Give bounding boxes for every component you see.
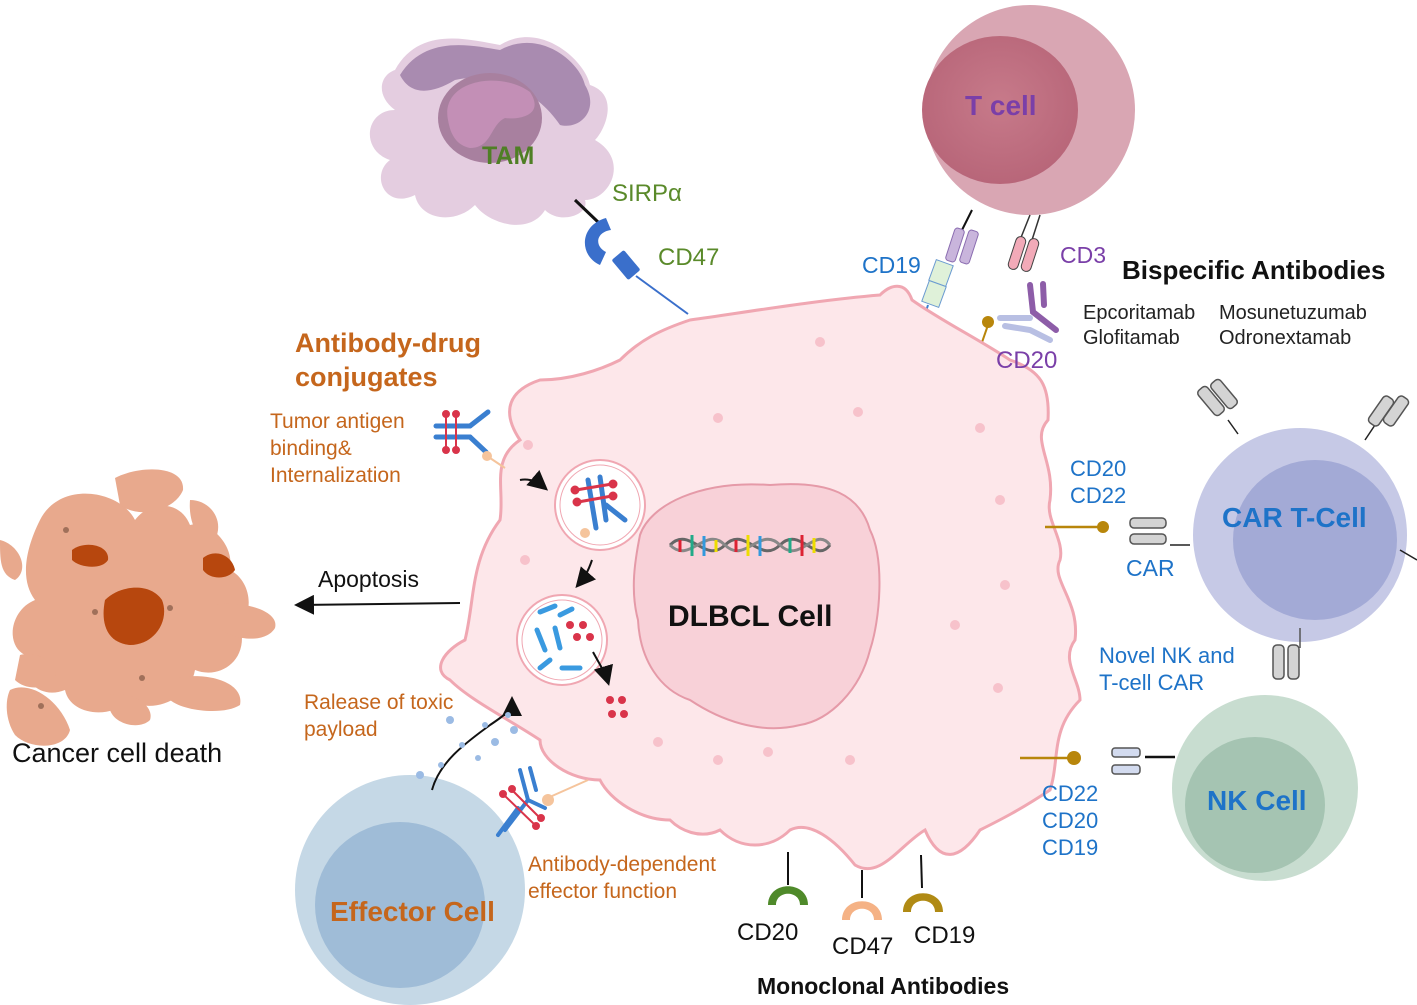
- bispecific-drug-mosunetuzumab: Mosunetuzumab: [1219, 302, 1367, 324]
- adc-step1-line3: Internalization: [270, 464, 401, 487]
- adc-title-line1: Antibody-drug: [295, 328, 481, 358]
- mab-cd20-label: CD20: [737, 919, 799, 946]
- mab-cd47-label: CD47: [832, 933, 894, 960]
- payload-release-arrow: [592, 651, 613, 686]
- car-t-cell-label: CAR T-Cell: [1222, 502, 1367, 533]
- nk-target-cd22: CD22: [1042, 781, 1099, 806]
- adcc-antibody: [496, 766, 589, 837]
- car-t-cell: [1193, 428, 1407, 642]
- bispecific-drug-epcoritamab: Epcoritamab: [1083, 302, 1196, 324]
- apoptosis-label: Apoptosis: [318, 566, 420, 592]
- novel-car-line1: Novel NK and: [1099, 643, 1235, 668]
- sirpa-receptor: [584, 218, 611, 265]
- adc-step2-line1: Ralease of toxic: [304, 691, 454, 714]
- mab-cd47: [842, 870, 882, 920]
- sirpa-label: SIRPα: [612, 180, 682, 207]
- cd47-label: CD47: [658, 244, 720, 271]
- toxic-particles: [416, 712, 518, 779]
- bispecific-title: Bispecific Antibodies: [1122, 255, 1386, 285]
- mab-cd20: [768, 852, 808, 905]
- car-label: CAR: [1126, 555, 1175, 581]
- monoclonal-title: Monoclonal Antibodies: [757, 973, 1010, 999]
- tam-label: TAM: [482, 142, 535, 170]
- dna-helix-icon: [668, 535, 832, 556]
- tam-cell: [369, 37, 614, 225]
- toxic-release-arrow: [431, 696, 522, 791]
- car-target-ligand: [1045, 521, 1109, 533]
- novel-car-line2: T-cell CAR: [1099, 670, 1205, 695]
- cancer-cell-death-label: Cancer cell death: [12, 738, 223, 768]
- degradation-arrow: [575, 559, 597, 589]
- apoptosis-arrow: [294, 594, 461, 615]
- car-receptors: [1129, 378, 1417, 680]
- nk-cell: [1172, 695, 1358, 881]
- dlbcl-cell-label: DLBCL Cell: [668, 600, 833, 633]
- internalization-arrow: [519, 469, 549, 491]
- bispecific-cd20-label: CD20: [996, 347, 1058, 374]
- t-cell-cd19-binder: [919, 209, 979, 331]
- t-cell: [922, 5, 1135, 215]
- nk-target-ligand: [1020, 751, 1081, 765]
- endosome-antibody: [554, 459, 646, 551]
- adc-step1-line1: Tumor antigen: [270, 410, 405, 433]
- released-payload: [606, 696, 628, 718]
- car-target-cd20: CD20: [1070, 456, 1127, 481]
- adc-title-line2: conjugates: [295, 362, 438, 392]
- adc-step2-line2: payload: [304, 718, 378, 741]
- nk-car-receptor: [1111, 747, 1175, 775]
- sirpa-stalk: [573, 198, 600, 224]
- bispecific-antibody: [979, 281, 1059, 349]
- cd3-receptor: [1007, 214, 1041, 272]
- nk-target-cd20: CD20: [1042, 808, 1099, 833]
- effector-cell-label: Effector Cell: [330, 896, 495, 927]
- car-target-cd22: CD22: [1070, 483, 1127, 508]
- bispecific-cd3-label: CD3: [1060, 242, 1107, 268]
- adc-step3-line2: effector function: [528, 880, 678, 903]
- cd47-stalk: [635, 275, 689, 315]
- mab-cd19-label: CD19: [914, 922, 976, 949]
- t-cell-label: T cell: [965, 90, 1037, 121]
- nk-target-cd19: CD19: [1042, 835, 1099, 860]
- effector-cell: [295, 775, 525, 1005]
- cytoplasm-dots: [520, 337, 1010, 765]
- bispecific-drug-odronextamab: Odronextamab: [1219, 327, 1352, 349]
- adc-step3-line1: Antibody-dependent: [528, 853, 716, 876]
- adc-step1-line2: binding&: [270, 437, 352, 460]
- endosome-degraded: [516, 594, 608, 686]
- dead-cancer-cell: [0, 469, 276, 746]
- cd47-ligand: [612, 250, 640, 280]
- mab-cd19: [903, 854, 943, 912]
- bispecific-drug-glofitamab: Glofitamab: [1083, 327, 1180, 349]
- nk-cell-label: NK Cell: [1207, 785, 1307, 816]
- bispecific-cd19-label: CD19: [862, 252, 921, 278]
- adc-antibody: [433, 409, 506, 469]
